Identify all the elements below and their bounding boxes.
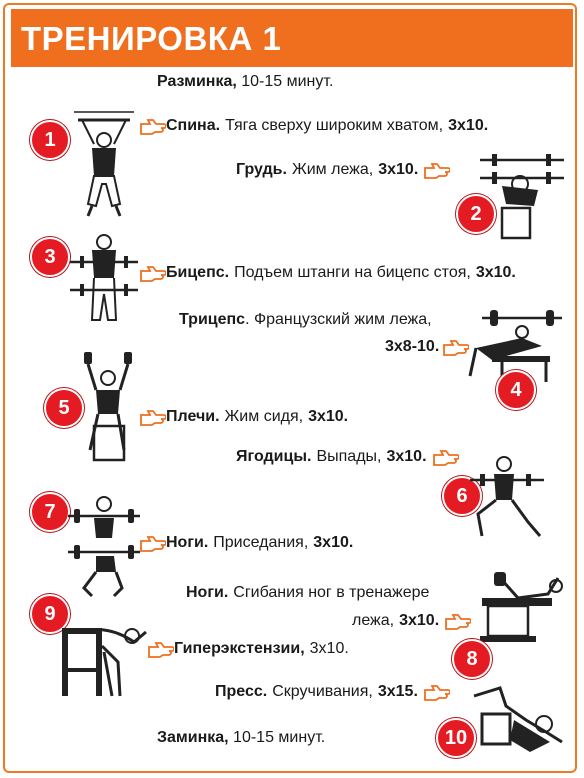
- exercise-10-illustration: [470, 684, 570, 756]
- exercise-6-desc: Выпады,: [316, 448, 382, 465]
- pointing-hand-icon: [445, 612, 472, 630]
- exercise-4-line: Трицепс . Французский жим лежа,: [179, 311, 432, 329]
- exercise-3-line: Бицепс. Подъем штанги на бицепс стоя, 3x…: [140, 264, 516, 282]
- exercise-badge: 3: [30, 237, 70, 277]
- exercise-7-illustration: [66, 494, 142, 600]
- exercise-5-desc: Жим сидя,: [224, 408, 304, 425]
- exercise-1-desc: Тяга сверху широким хватом,: [225, 117, 444, 134]
- exercise-10-sets: 3x15.: [377, 683, 418, 700]
- exercise-7-desc: Приседания,: [213, 534, 309, 551]
- exercise-5-muscle: Плечи.: [166, 408, 220, 425]
- exercise-3-desc: Подъем штанги на бицепс стоя,: [234, 264, 471, 281]
- exercise-8-sets: 3x10.: [399, 612, 440, 629]
- exercise-7-muscle: Ноги.: [166, 534, 209, 551]
- exercise-1-muscle: Спина.: [166, 117, 221, 134]
- pointing-hand-icon: [140, 117, 166, 135]
- exercise-10-muscle: Пресс.: [215, 683, 268, 700]
- pointing-hand-icon: [148, 640, 174, 658]
- exercise-9-sets: 3x10.: [309, 640, 349, 657]
- exercise-2-sets: 3x10.: [378, 161, 419, 178]
- exercise-8-illustration: [478, 572, 568, 650]
- title-bar: ТРЕНИРОВКА 1: [11, 9, 573, 67]
- pointing-hand-icon: [140, 264, 166, 282]
- exercise-4-illustration: [462, 298, 566, 390]
- exercise-4-line-2: 3x8-10.: [385, 338, 470, 356]
- pointing-hand-icon: [424, 161, 451, 179]
- exercise-badge: 2: [456, 194, 496, 234]
- cooldown-duration: 10-15 минут.: [228, 729, 326, 746]
- exercise-5-illustration: [80, 350, 140, 466]
- exercise-5-sets: 3x10.: [308, 408, 349, 425]
- exercise-10-line: Пресс. Скручивания, 3x15.: [215, 683, 450, 701]
- exercise-5-line: Плечи. Жим сидя, 3x10.: [140, 408, 348, 426]
- exercise-1-sets: 3x10.: [448, 117, 489, 134]
- exercise-3-muscle: Бицепс.: [166, 264, 230, 281]
- exercise-badge: 6: [442, 476, 482, 516]
- exercise-8-desc-2: лежа,: [352, 612, 395, 629]
- page-title: ТРЕНИРОВКА 1: [21, 20, 282, 57]
- exercise-4-desc: . Французский жим лежа,: [245, 311, 432, 328]
- exercise-2-illustration: [478, 150, 568, 245]
- exercise-4-sets: 3x8-10.: [385, 338, 440, 355]
- cooldown-label: Заминка,: [157, 729, 229, 746]
- pointing-hand-icon: [140, 408, 166, 426]
- exercise-7-line: Ноги. Приседания, 3x10.: [140, 534, 353, 552]
- exercise-6-muscle: Ягодицы.: [236, 448, 312, 465]
- exercise-badge: 10: [436, 718, 476, 758]
- cooldown-line: Заминка, 10-15 минут.: [157, 729, 325, 747]
- exercise-badge: 1: [30, 120, 70, 160]
- exercise-1-line: Спина. Тяга сверху широким хватом, 3x10.: [140, 117, 488, 135]
- exercise-8-desc: Сгибания ног в тренажере: [233, 584, 430, 601]
- pointing-hand-icon: [140, 534, 166, 552]
- pointing-hand-icon: [432, 448, 459, 466]
- exercise-4-muscle: Трицепс: [179, 311, 246, 328]
- exercise-6-illustration: [468, 452, 546, 542]
- exercise-badge: 8: [452, 639, 492, 679]
- exercise-3-sets: 3x10.: [475, 264, 516, 281]
- exercise-10-desc: Скручивания,: [272, 683, 373, 700]
- exercise-2-desc: Жим лежа,: [291, 161, 374, 178]
- exercise-badge: 4: [496, 370, 536, 410]
- exercise-9-line: Гиперэкстензии, 3x10.: [148, 640, 349, 658]
- exercise-8-line-2: лежа, 3x10.: [352, 612, 472, 630]
- pointing-hand-icon: [424, 683, 450, 701]
- exercise-2-line: Грудь. Жим лежа, 3x10.: [236, 161, 451, 179]
- warmup-duration: 10-15 минут.: [236, 73, 334, 90]
- pointing-hand-icon: [443, 338, 470, 356]
- exercise-2-muscle: Грудь.: [236, 161, 287, 178]
- exercise-8-line: Ноги. Сгибания ног в тренажере: [186, 584, 429, 602]
- exercise-badge: 9: [30, 594, 70, 634]
- warmup-line: Разминка, 10-15 минут.: [157, 73, 333, 91]
- exercise-9-muscle: Гиперэкстензии,: [174, 640, 305, 657]
- warmup-label: Разминка,: [157, 73, 237, 90]
- exercise-1-illustration: [64, 104, 144, 222]
- exercise-badge: 7: [30, 492, 70, 532]
- exercise-8-muscle: Ноги.: [186, 584, 229, 601]
- exercise-badge: 5: [44, 388, 84, 428]
- exercise-6-line: Ягодицы. Выпады, 3x10.: [236, 448, 459, 466]
- exercise-3-illustration: [66, 234, 142, 328]
- exercise-6-sets: 3x10.: [386, 448, 427, 465]
- page-frame: [3, 3, 577, 773]
- exercise-7-sets: 3x10.: [313, 534, 354, 551]
- exercise-9-illustration: [58, 622, 162, 704]
